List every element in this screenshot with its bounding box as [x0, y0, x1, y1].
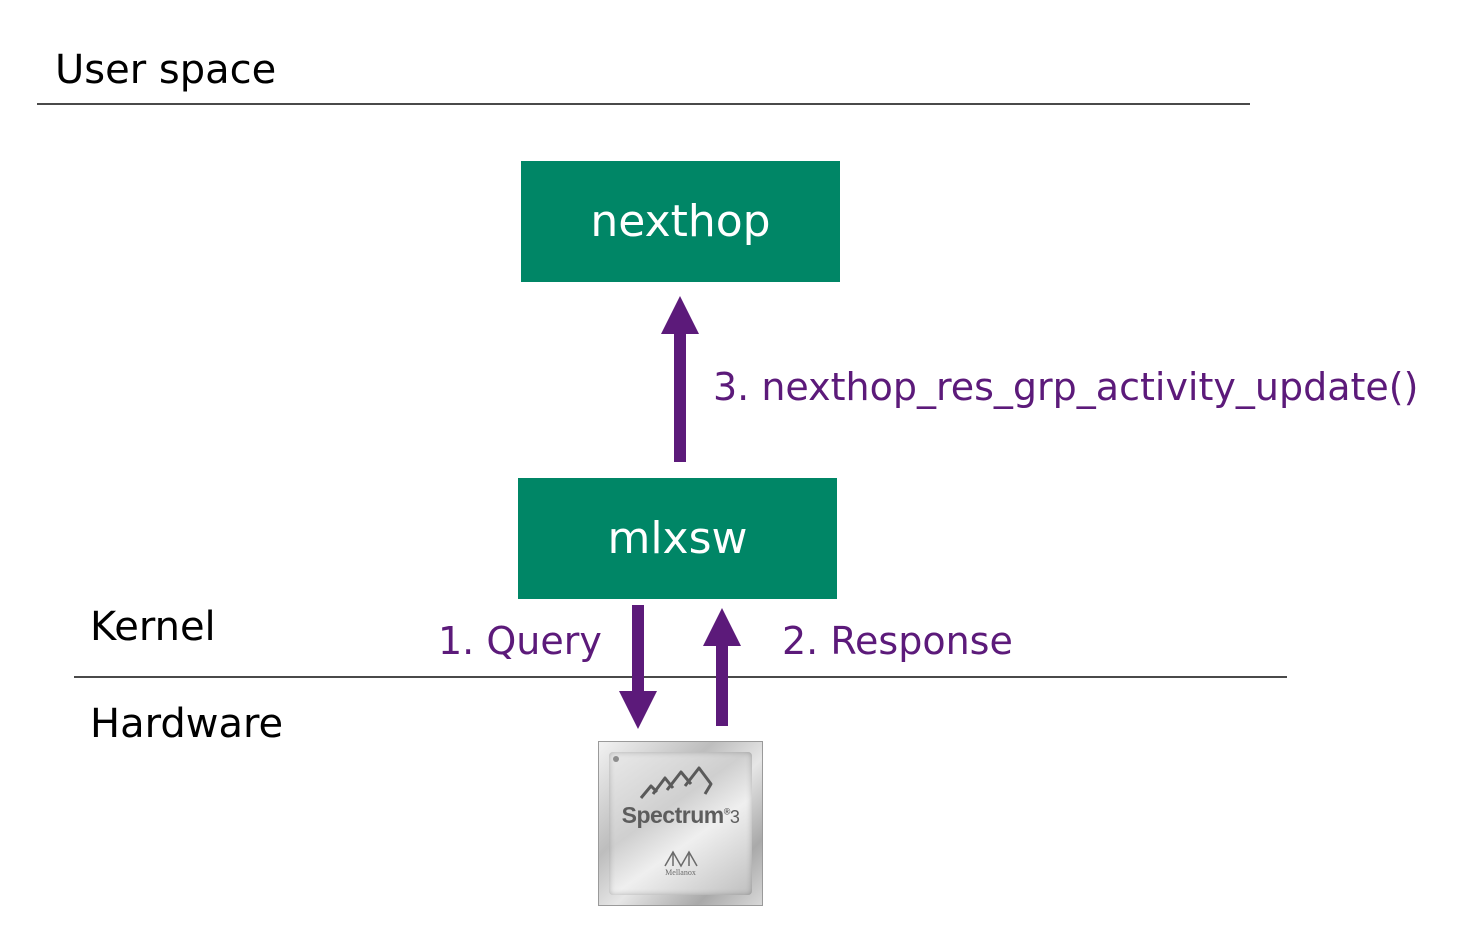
query-arrow: [619, 605, 657, 729]
spectrum-logo-icon: [639, 766, 713, 799]
kernel-label: Kernel: [90, 604, 216, 650]
chip-vendor-text: Mellanox: [665, 868, 696, 877]
update-arrow: [661, 296, 699, 462]
query-step-label: 1. Query: [438, 619, 602, 663]
nexthop-box-label: nexthop: [590, 196, 771, 247]
mlxsw-box-label: mlxsw: [607, 513, 748, 564]
response-step-label: 2. Response: [782, 619, 1013, 663]
kernel-hardware-divider: [74, 676, 1287, 678]
spectrum-chip-image: Spectrum®3 Mellanox: [598, 741, 763, 906]
chip-brand-text: Spectrum®3: [621, 802, 740, 828]
chip-die: [609, 752, 752, 895]
update-step-label: 3. nexthop_res_grp_activity_update(): [713, 365, 1419, 409]
chip-model: 3: [729, 807, 740, 827]
mlxsw-box: mlxsw: [518, 478, 837, 599]
chip-brand-name: Spectrum: [621, 802, 725, 828]
chip-pin1-marker: [613, 756, 619, 762]
hardware-label: Hardware: [90, 701, 284, 747]
user-kernel-divider: [37, 103, 1250, 105]
response-arrow: [703, 608, 741, 726]
user-space-label: User space: [55, 47, 277, 93]
mellanox-logo-icon: [664, 850, 698, 868]
nexthop-box: nexthop: [521, 161, 840, 282]
